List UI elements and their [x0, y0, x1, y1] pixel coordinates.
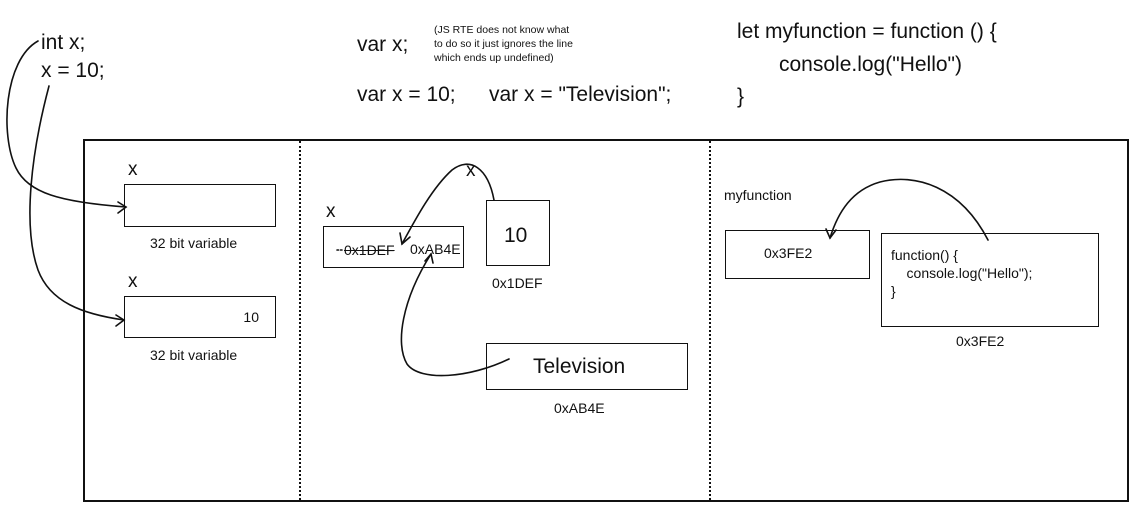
js-cross-mark: x: [466, 160, 476, 181]
js-assign-string-line: var x = "Television";: [489, 83, 672, 106]
static-var2-name: x: [128, 271, 138, 292]
arrow-head-x10: [115, 314, 126, 327]
js-string-address: 0xAB4E: [554, 400, 605, 416]
fn-decl-line-3: }: [737, 85, 745, 108]
js-declare-line: var x;: [357, 33, 409, 56]
fn-decl-line-1: let myfunction = function () {: [737, 20, 997, 43]
fn-var-name: myfunction: [724, 187, 792, 203]
c-assign-line: x = 10;: [41, 59, 105, 82]
arrow-x10-to-box: [29, 85, 125, 321]
arrow-fnbody-to-ref: [829, 178, 989, 241]
fn-var-box: [725, 230, 870, 279]
js-number-value: 10: [504, 224, 528, 247]
memory-frame: [83, 139, 1129, 502]
static-var2-box: 10: [124, 296, 276, 338]
js-string-box: [486, 343, 688, 390]
js-number-address: 0x1DEF: [492, 275, 543, 291]
panel-divider-1: [299, 141, 301, 500]
js-var-name: x: [326, 201, 336, 222]
arrow-string-to-new-ref: [400, 253, 510, 377]
static-var1-caption: 32 bit variable: [150, 235, 238, 251]
arrow-head-fnbody: [825, 228, 837, 240]
static-var2-value: 10: [243, 309, 259, 325]
arrow-head-number: [399, 232, 411, 246]
static-var2-caption: 32 bit variable: [150, 347, 238, 363]
fn-body-code: function() { console.log("Hello"); }: [891, 247, 1033, 300]
fn-body-address: 0x3FE2: [956, 333, 1005, 349]
static-var1-name: x: [128, 159, 138, 180]
js-var-box: [323, 226, 464, 268]
fn-decl-line-2: console.log("Hello"): [779, 53, 962, 76]
arrow-number-to-old-ref: [401, 163, 495, 245]
js-new-ref: 0xAB4E: [410, 241, 461, 257]
js-undefined-note: (JS RTE does not know what to do so it j…: [434, 24, 573, 65]
arrow-head-string: [424, 252, 434, 264]
arrow-head-int-x: [117, 201, 128, 214]
js-assign-number-line: var x = 10;: [357, 83, 456, 106]
js-string-value: Television: [533, 355, 626, 378]
panel-divider-2: [709, 141, 711, 500]
fn-var-ref: 0x3FE2: [764, 245, 813, 261]
c-declare-line: int x;: [41, 31, 86, 54]
arrow-int-x-to-box: [6, 40, 127, 208]
fn-body-box: [881, 233, 1099, 327]
js-number-box: [486, 200, 550, 266]
js-old-ref: 0x1DEF: [344, 242, 395, 258]
